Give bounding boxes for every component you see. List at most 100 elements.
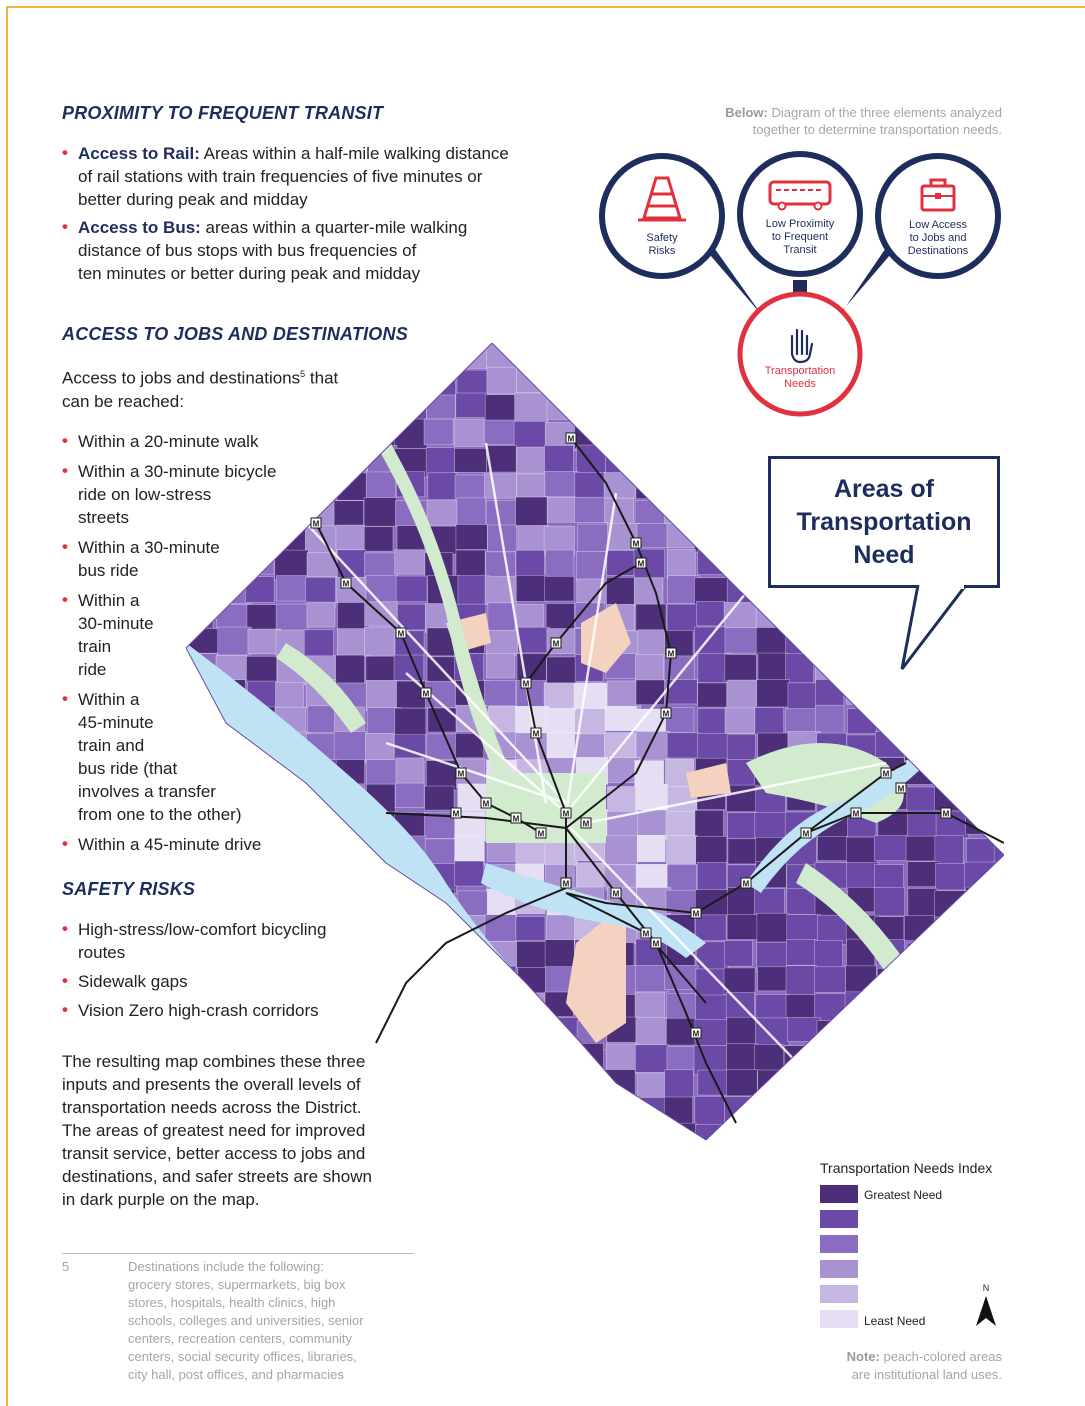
tract-cell — [577, 523, 609, 553]
tract-cell — [305, 1070, 335, 1097]
tract-cell — [665, 707, 695, 733]
tract-cell — [934, 785, 967, 812]
tract-cell — [636, 419, 670, 447]
tract-cell — [304, 888, 334, 915]
tract-cell — [997, 940, 1004, 966]
list-item-line: High-stress/low-comfort bicycling — [78, 920, 327, 939]
tract-cell — [994, 758, 1004, 784]
tract-cell — [724, 551, 757, 582]
legend-swatch — [820, 1260, 858, 1278]
tract-cell — [395, 370, 429, 401]
tract-cell — [874, 864, 904, 890]
tract-cell — [303, 629, 334, 658]
bullet-dot: • — [62, 431, 68, 450]
tract-cell — [214, 1072, 247, 1100]
tract-cell — [515, 496, 548, 527]
tract-cell — [937, 759, 969, 791]
tract-cell — [966, 367, 999, 394]
tract-cell — [364, 343, 400, 369]
tract-cell — [846, 604, 881, 634]
tract-cell — [186, 811, 216, 837]
tract-cell — [186, 967, 215, 998]
list-item-line: involves a transfer — [78, 782, 216, 801]
tract-cell — [366, 941, 398, 972]
tract-cell — [486, 366, 518, 395]
tract-cell — [635, 783, 668, 811]
tract-cell — [996, 419, 1004, 448]
tract-cell — [935, 966, 966, 992]
tract-cell — [995, 343, 1004, 372]
tract-cell — [544, 343, 577, 370]
tract-cell — [844, 991, 877, 1020]
bus-text-2: distance of bus stops with bus frequenci… — [78, 241, 417, 260]
metro-station-icon: M — [665, 647, 677, 659]
transportation-needs-circle: Transportation Needs — [737, 291, 863, 417]
tract-cell — [363, 526, 394, 552]
tract-cell — [757, 966, 791, 992]
tract-cell — [845, 836, 878, 866]
metro-station-icon: M — [560, 807, 572, 819]
bullet-dot: • — [62, 689, 68, 708]
tract-cell — [604, 835, 638, 865]
metro-station-label: M — [513, 815, 520, 824]
tract-cell — [216, 1018, 251, 1047]
diagram-caption-1: Diagram of the three elements analyzed — [767, 105, 1002, 120]
tract-cell — [934, 734, 969, 761]
tract-cell — [365, 471, 396, 499]
tract-cell — [964, 992, 994, 1019]
tract-cell — [456, 967, 489, 994]
tract-cell — [456, 497, 487, 526]
tract-cell — [785, 653, 815, 684]
tract-cell — [513, 992, 547, 1020]
tract-cell — [337, 1121, 372, 1140]
footnote-line: Destinations include the following: — [128, 1259, 324, 1274]
legend-least-need: Least Need — [864, 1314, 926, 1328]
tract-cell — [606, 550, 638, 576]
tract-cell — [457, 1071, 490, 1098]
footnote-line: centers, social security offices, librar… — [128, 1349, 357, 1364]
tract-cell — [904, 991, 938, 1020]
metro-station-label: M — [523, 680, 530, 689]
tract-cell — [723, 967, 756, 995]
tract-cell — [276, 1070, 311, 1100]
metro-station-label: M — [313, 520, 320, 529]
needs-label-1: Transportation — [765, 365, 836, 377]
tract-cell — [336, 1071, 366, 1100]
tract-cell — [246, 655, 278, 685]
tract-cell — [455, 524, 488, 550]
tract-cell — [693, 473, 724, 500]
tract-cell — [394, 1097, 426, 1128]
tract-cell — [216, 1098, 249, 1125]
tract-cell — [844, 654, 878, 684]
tract-cell — [963, 861, 996, 891]
tract-cell — [545, 707, 576, 737]
tract-cell — [906, 1019, 941, 1048]
tract-cell — [694, 394, 724, 420]
metro-station-icon: M — [940, 807, 952, 819]
metro-station-icon: M — [635, 557, 647, 569]
tract-cell — [483, 965, 517, 996]
tract-cell — [186, 940, 220, 968]
tract-cell — [217, 626, 252, 656]
bullet-dot: • — [62, 1000, 68, 1019]
tract-cell — [336, 1095, 368, 1125]
metro-station-label: M — [423, 690, 430, 699]
tract-cell — [876, 368, 907, 395]
tract-cell — [306, 835, 340, 862]
tract-cell — [333, 500, 364, 530]
tract-cell — [305, 863, 339, 894]
tract-cell — [337, 343, 369, 370]
tract-cell — [934, 834, 964, 865]
tract-cell — [817, 836, 848, 862]
tract-cell — [666, 1046, 696, 1074]
tract-cell — [724, 707, 756, 734]
tract-cell — [515, 446, 550, 474]
tract-cell — [484, 914, 517, 942]
tract-cell — [367, 913, 399, 943]
metro-station-icon: M — [340, 577, 352, 589]
tract-cell — [514, 392, 549, 424]
tract-cell — [965, 394, 998, 420]
metro-station-icon: M — [895, 782, 907, 794]
tract-cell — [997, 811, 1004, 841]
